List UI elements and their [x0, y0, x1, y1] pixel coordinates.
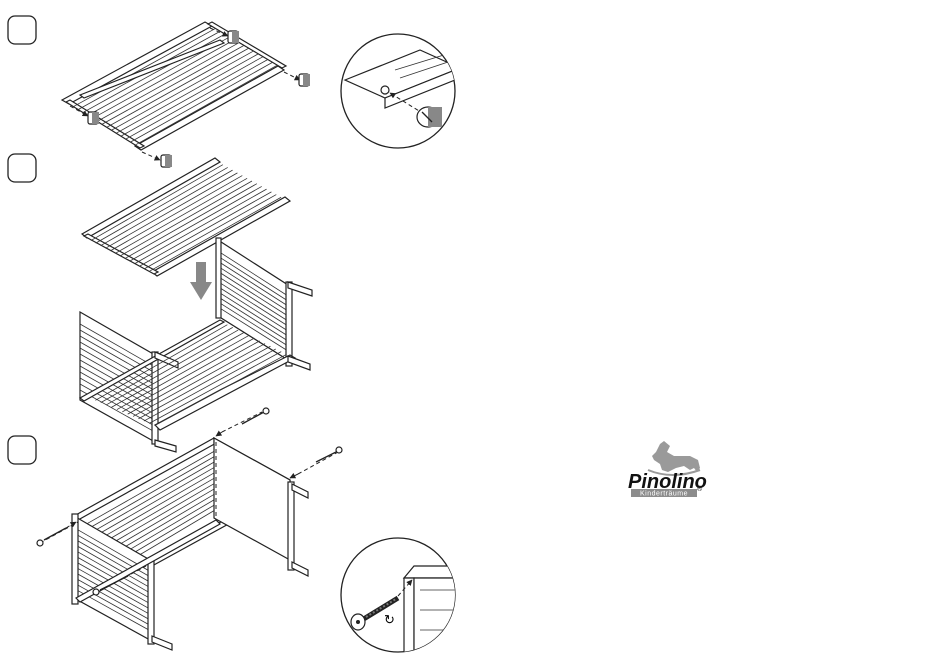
down-arrow-icon [190, 262, 212, 300]
step-1-detail-zoom [341, 34, 460, 148]
barrel-nut-icon [161, 155, 172, 167]
barrel-nut-icon [417, 107, 442, 127]
step-3-detail-zoom: ↻ [341, 538, 460, 660]
barrel-nut-icon [228, 31, 239, 43]
pinolino-logo: Pinolino ® Kinderträume [628, 441, 707, 498]
step-3-assembled-bed [72, 438, 308, 650]
rotate-clockwise-icon: ↻ [384, 612, 395, 627]
slat-line [144, 195, 276, 269]
step-3-badge [8, 436, 36, 464]
rocking-horse-icon [648, 441, 700, 475]
brand-tagline: Kinderträume [640, 491, 688, 498]
slat-line [101, 170, 233, 246]
slat-line [139, 192, 271, 266]
slat-line [96, 167, 228, 243]
step-1-slatted-frame [62, 22, 286, 150]
barrel-nut-icon [88, 112, 99, 124]
step-2-badge [8, 154, 36, 182]
step-1-badge [8, 16, 36, 44]
slat-line [120, 181, 252, 256]
slat-line [125, 184, 257, 259]
slat-line [149, 197, 281, 271]
slat-line [115, 178, 247, 253]
step-2-slatted-base [82, 158, 290, 276]
slat-line [91, 165, 223, 241]
barrel-nut-icon [299, 74, 310, 86]
slat-line [135, 189, 267, 264]
registered-mark: ® [697, 485, 703, 493]
